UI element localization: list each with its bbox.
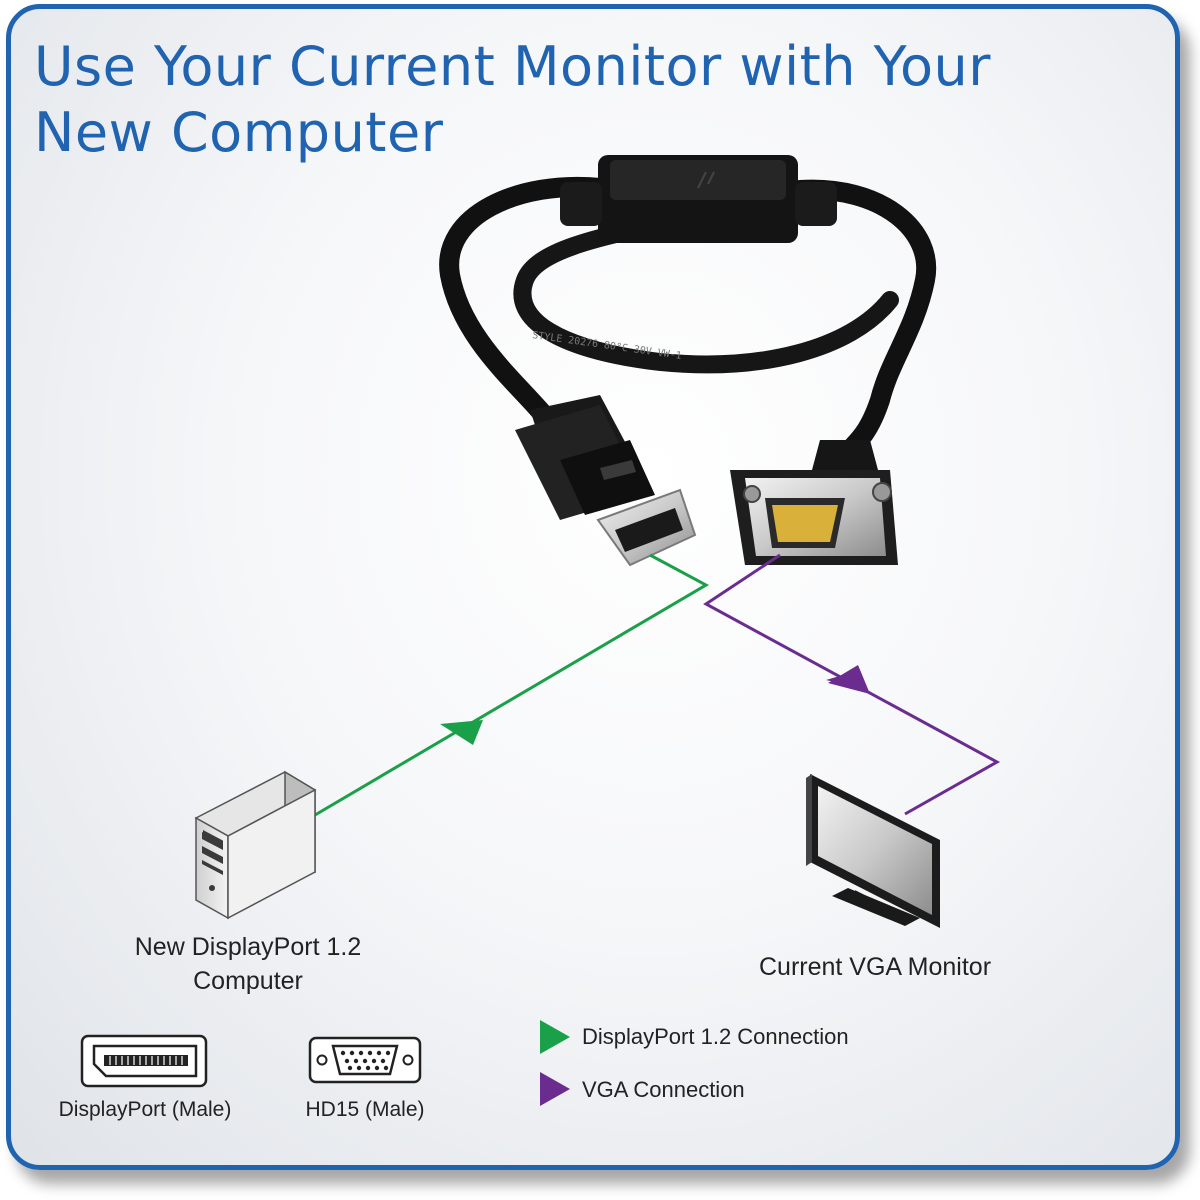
hd15-connector-icon — [308, 1036, 422, 1084]
displayport-connection-line — [314, 553, 710, 817]
legend-displayport-marker-icon — [540, 1020, 570, 1054]
title-line-2: New Computer — [34, 101, 444, 164]
displayport-plug — [515, 395, 697, 567]
connection-lines — [314, 553, 1001, 817]
legend-vga-label: VGA Connection — [582, 1077, 745, 1102]
monitor-label: Current VGA Monitor — [758, 953, 992, 981]
page-title: Use Your Current Monitor with Your New C… — [34, 34, 991, 166]
title-line-1: Use Your Current Monitor with Your — [34, 35, 991, 98]
displayport-connector-icon — [80, 1034, 208, 1088]
vga-plug — [730, 440, 898, 565]
adapter-box — [560, 155, 837, 243]
displayport-arrow-icon — [440, 720, 483, 745]
computer-label: New DisplayPort 1.2 Computer — [110, 930, 386, 998]
cable-inner-loop — [790, 179, 937, 465]
legend-displayport-label: DisplayPort 1.2 Connection — [582, 1024, 849, 1049]
monitor-icon — [806, 774, 940, 928]
computer-label-line-2: Computer — [193, 967, 303, 995]
legend-vga-marker-icon — [540, 1072, 570, 1106]
cable-outer-loop — [439, 176, 610, 430]
computer-label-line-1: New DisplayPort 1.2 — [134, 933, 362, 961]
computer-tower-icon — [194, 770, 317, 920]
displayport-connector-label: DisplayPort (Male) — [58, 1098, 232, 1121]
hd15-connector-label: HD15 (Male) — [305, 1098, 425, 1121]
